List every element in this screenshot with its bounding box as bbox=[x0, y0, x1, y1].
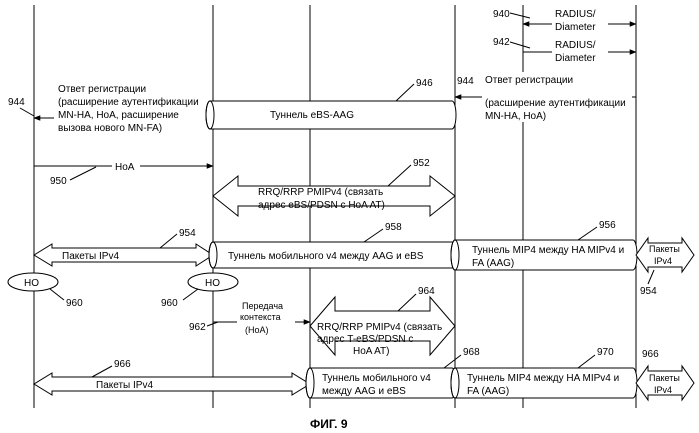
ref-958: 958 bbox=[385, 222, 402, 233]
ref-946: 946 bbox=[416, 78, 433, 89]
radius-942-line2: Diameter bbox=[555, 53, 596, 64]
reply-left-line4: вызова нового MN-FA) bbox=[58, 123, 162, 134]
ref-966: 966 bbox=[114, 359, 131, 370]
tunnel-946-label: Туннель eBS-AAG bbox=[270, 110, 354, 121]
transfer-line3: (HoA) bbox=[245, 325, 269, 335]
ref-956: 956 bbox=[599, 220, 616, 231]
radius-942-line1: RADIUS/ bbox=[555, 40, 596, 51]
reply-right-line1: Ответ регистрации bbox=[485, 75, 573, 86]
packets-966-label: Пакеты IPv4 bbox=[96, 380, 153, 391]
ref-968: 968 bbox=[463, 347, 480, 358]
packets-right-2-line1: Пакеты bbox=[649, 373, 680, 383]
tunnel-970-line2: FA (AAG) bbox=[467, 386, 509, 397]
ref-944-right: 944 bbox=[457, 76, 474, 87]
reply-left-line2: (расширение аутентификации bbox=[58, 96, 199, 108]
packets-right-1: Пакеты IPv4 954 bbox=[636, 238, 694, 297]
packets-966-arrow: Пакеты IPv4 966 bbox=[34, 359, 310, 395]
packets-954-arrow: Пакеты IPv4 954 bbox=[34, 228, 213, 266]
tunnel-958: Туннель мобильного v4 между AAG и eBS 95… bbox=[209, 222, 456, 268]
ref-962: 962 bbox=[189, 322, 206, 333]
ref-952: 952 bbox=[413, 158, 430, 169]
packets-right-2-line2: IPv4 bbox=[654, 385, 672, 395]
ref-964: 964 bbox=[418, 286, 435, 297]
ho-left-label: HO bbox=[24, 278, 39, 289]
ref-950: 950 bbox=[50, 176, 67, 187]
rrq-964-line3: HoA AT) bbox=[353, 346, 390, 357]
transfer-line2: контекста bbox=[240, 312, 281, 322]
ref-960-mid: 960 bbox=[161, 298, 178, 309]
tunnel-946: Туннель eBS-AAG 946 bbox=[206, 78, 456, 129]
reply-right-line2: (расширение аутентификации bbox=[485, 97, 626, 109]
radius-942-group: RADIUS/ Diameter 942 bbox=[493, 36, 636, 64]
figure-caption: ФИГ. 9 bbox=[310, 417, 348, 431]
ref-942: 942 bbox=[493, 37, 510, 48]
tunnel-958-label: Туннель мобильного v4 между AAG и eBS bbox=[228, 250, 424, 262]
ref-970: 970 bbox=[597, 347, 614, 358]
packets-right-1-line1: Пакеты bbox=[649, 244, 680, 254]
registration-reply-left: Ответ регистрации (расширение аутентифик… bbox=[8, 82, 213, 134]
tunnel-956-line2: FA (AAG) bbox=[472, 258, 514, 269]
radius-940-line2: Diameter bbox=[555, 22, 596, 33]
reply-right-line3: MN-HA, HoA) bbox=[485, 111, 546, 122]
tunnel-956-line1: Туннель MIP4 между HA MIPv4 и bbox=[472, 245, 624, 256]
radius-940-line1: RADIUS/ bbox=[555, 9, 596, 20]
rrq-964-line2: адрес T-eBS/PDSN с bbox=[317, 334, 413, 345]
tunnel-968-line1: Туннель мобильного v4 bbox=[322, 372, 431, 384]
ref-954-right: 954 bbox=[640, 286, 657, 297]
ref-944-left: 944 bbox=[8, 97, 25, 108]
packets-right-2: Пакеты IPv4 966 bbox=[636, 349, 694, 400]
rrq-952-arrow: RRQ/RRP PMIPv4 (связать адрес eBS/PDSN с… bbox=[213, 158, 455, 216]
rrq-952-line1: RRQ/RRP PMIPv4 (связать bbox=[258, 187, 383, 198]
hoa-label: HoA bbox=[115, 162, 135, 173]
ref-940: 940 bbox=[493, 9, 510, 20]
tunnel-970-line1: Туннель MIP4 между HA MIPv4 и bbox=[467, 373, 619, 384]
packets-954-label: Пакеты IPv4 bbox=[62, 251, 119, 262]
context-transfer-962: Передача контекста (HoA) 962 bbox=[189, 299, 310, 337]
ref-954: 954 bbox=[179, 228, 196, 239]
packets-right-1-line2: IPv4 bbox=[654, 256, 672, 266]
rrq-964-arrow: RRQ/RRP PMIPv4 (связать адрес T-eBS/PDSN… bbox=[310, 286, 455, 357]
tunnel-956: Туннель MIP4 между HA MIPv4 и FA (AAG) 9… bbox=[451, 220, 637, 270]
handoff-mid: HO 960 bbox=[161, 273, 238, 309]
rrq-964-line1: RRQ/RRP PMIPv4 (связать bbox=[317, 322, 442, 333]
ref-960-left: 960 bbox=[66, 298, 83, 309]
registration-reply-right: Ответ регистрации (расширение аутентифик… bbox=[455, 72, 636, 122]
transfer-line1: Передача bbox=[242, 301, 283, 311]
handoff-left: HO 960 bbox=[8, 273, 83, 309]
reply-left-line3: MN-HA, HoA, расширение bbox=[58, 110, 179, 121]
ref-966-right: 966 bbox=[642, 349, 659, 360]
hoa-950: HoA 950 bbox=[34, 159, 213, 187]
rrq-952-line2: адрес eBS/PDSN с HoA AT) bbox=[258, 200, 385, 211]
reply-left-line1: Ответ регистрации bbox=[58, 84, 146, 95]
tunnel-968-line2: между AAG и eBS bbox=[322, 386, 406, 397]
radius-940-group: RADIUS/ Diameter 940 bbox=[493, 6, 636, 34]
ho-mid-label: HO bbox=[205, 278, 220, 289]
